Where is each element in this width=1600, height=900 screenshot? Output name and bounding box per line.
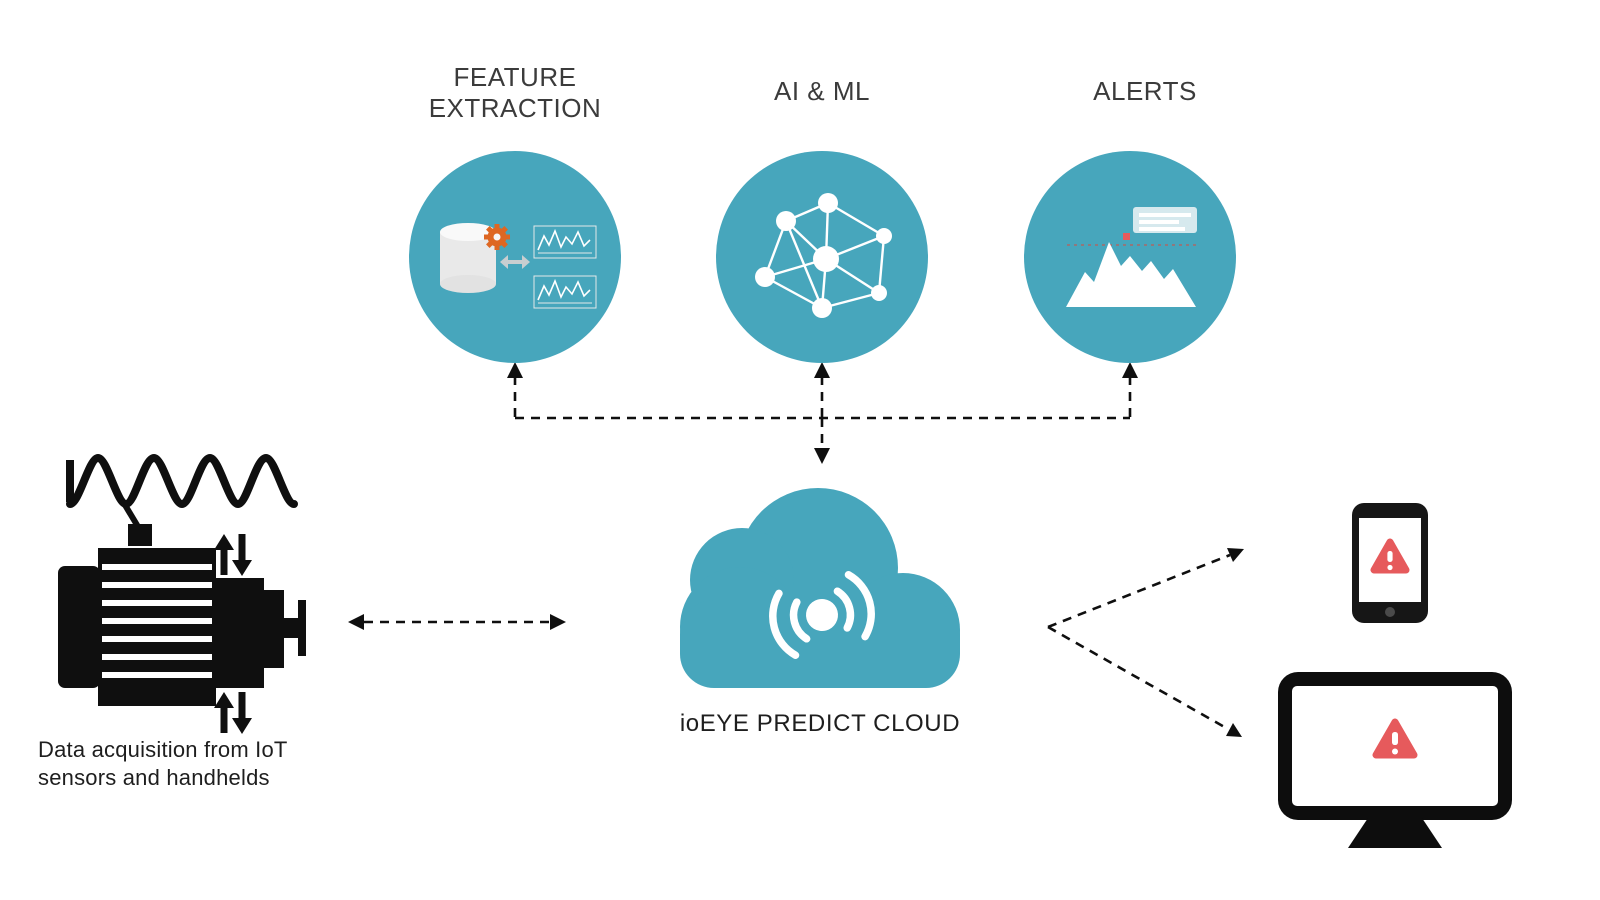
updown-arrows-top-icon bbox=[214, 534, 252, 576]
alert-point bbox=[1123, 233, 1130, 240]
gear-icon bbox=[484, 224, 510, 250]
alerts-label-text: ALERTS bbox=[1093, 76, 1197, 106]
warning-triangle-icon bbox=[1372, 718, 1418, 759]
ai-ml-label: AI & ML bbox=[622, 76, 1022, 107]
vibration-wave-icon bbox=[66, 454, 298, 508]
alerts-node bbox=[1024, 151, 1236, 363]
home-button-icon bbox=[1385, 607, 1395, 617]
smartphone-warning-icon bbox=[1352, 503, 1428, 623]
updown-arrows-bottom-icon bbox=[214, 692, 252, 734]
neural-network-icon bbox=[755, 193, 892, 318]
feature-extraction-circle bbox=[409, 151, 621, 363]
cloud-node bbox=[680, 488, 960, 688]
machine-cloud-connector bbox=[348, 614, 566, 630]
warning-triangle-icon bbox=[1370, 538, 1410, 574]
cloud-icon bbox=[680, 488, 960, 688]
feature-extraction-node bbox=[409, 151, 621, 363]
mountain-chart-icon bbox=[1066, 242, 1196, 307]
cloud-label: ioEYE PREDICT CLOUD bbox=[620, 710, 1020, 739]
signal-chart-icon bbox=[533, 225, 597, 309]
threshold-alert-icon bbox=[1066, 207, 1198, 307]
pipeline-connectors bbox=[507, 362, 1138, 464]
cloud-label-text: ioEYE PREDICT CLOUD bbox=[679, 710, 961, 737]
feature-extraction-label-line1: FEATURE bbox=[453, 62, 577, 92]
wifi-signal-icon bbox=[769, 571, 875, 659]
ai-ml-node bbox=[716, 151, 928, 363]
monitor-stand bbox=[1348, 818, 1442, 848]
cloud-device-connectors bbox=[1047, 548, 1244, 737]
data-acquisition-label: Data acquisition from IoT sensors and ha… bbox=[38, 736, 468, 791]
ai-ml-label-text: AI & ML bbox=[774, 76, 870, 106]
motor-icon bbox=[58, 454, 306, 734]
data-acquisition-line1: Data acquisition from IoT bbox=[38, 737, 288, 762]
feature-extraction-label-line2: EXTRACTION bbox=[428, 93, 602, 124]
transform-arrow-icon bbox=[500, 255, 530, 269]
monitor-warning-icon bbox=[1278, 672, 1512, 848]
feature-extraction-label: FEATURE EXTRACTION bbox=[315, 62, 715, 124]
data-acquisition-line2: sensors and handhelds bbox=[38, 764, 270, 790]
alerts-label: ALERTS bbox=[945, 76, 1345, 107]
database-gear-chart-icon bbox=[440, 223, 597, 309]
